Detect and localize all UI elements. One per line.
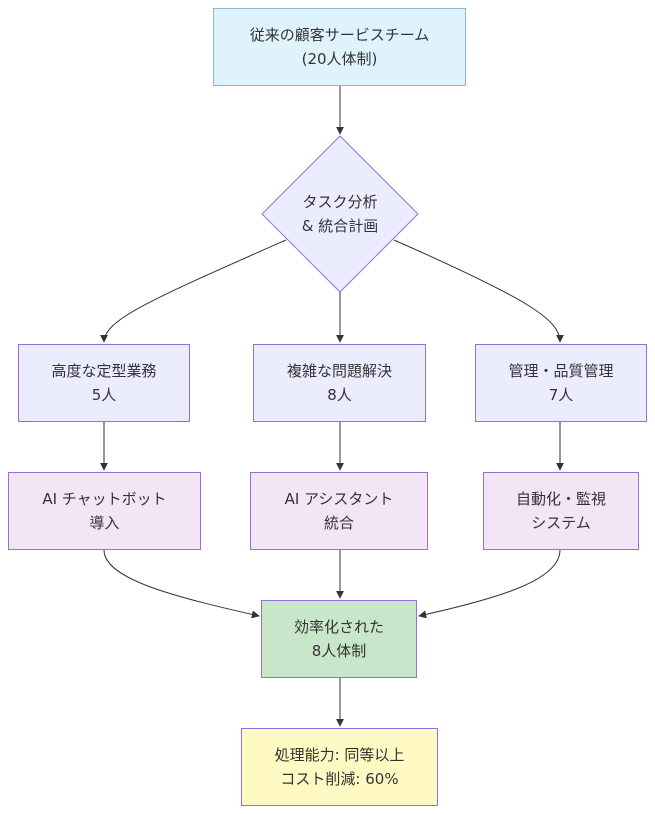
node-task-analysis-line1: タスク分析: [302, 193, 378, 211]
edge-decision-to-management: [393, 239, 564, 343]
edge-monitoring-to-efficient: [418, 549, 561, 619]
node-routine-tasks-title: 高度な定型業務: [51, 362, 157, 380]
node-ai-assistant: AI アシスタント 統合: [250, 472, 428, 550]
node-ai-chatbot: AI チャットボット 導入: [8, 472, 201, 550]
node-routine-tasks: 高度な定型業務 5人: [18, 344, 190, 422]
edge-chatbot-to-efficient: [103, 549, 260, 619]
node-traditional-team-size: (20人体制): [301, 50, 378, 68]
node-outcome-capacity: 処理能力: 同等以上: [274, 746, 405, 764]
node-ai-assistant-title: AI アシスタント: [284, 490, 394, 508]
node-automation-monitoring-system: システム: [531, 514, 591, 532]
node-efficient-team-size: 8人体制: [311, 642, 367, 660]
node-ai-chatbot-title: AI チャットボット: [42, 490, 167, 508]
node-ai-assistant-action: 統合: [323, 514, 354, 532]
node-complex-problems: 複雑な問題解決 8人: [253, 344, 426, 422]
edge-decision-to-routine: [100, 239, 287, 343]
node-automation-monitoring: 自動化・監視 システム: [483, 472, 639, 550]
node-efficient-team-title: 効率化された: [293, 618, 384, 636]
node-efficient-team: 効率化された 8人体制: [261, 600, 417, 678]
node-traditional-team-title: 従来の顧客サービスチーム: [249, 26, 430, 44]
node-complex-problems-title: 複雑な問題解決: [286, 362, 392, 380]
node-task-analysis: タスク分析 & 統合計画: [272, 190, 408, 238]
node-outcome-cost: コスト削減: 60%: [280, 770, 399, 788]
node-complex-problems-count: 8人: [327, 386, 352, 404]
node-automation-monitoring-title: 自動化・監視: [515, 490, 606, 508]
node-task-analysis-line2: & 統合計画: [301, 217, 379, 235]
node-management-qc-count: 7人: [548, 386, 574, 404]
node-traditional-team: 従来の顧客サービスチーム (20人体制): [213, 8, 466, 86]
node-routine-tasks-count: 5人: [91, 386, 117, 404]
node-ai-chatbot-action: 導入: [89, 514, 120, 532]
node-outcome: 処理能力: 同等以上 コスト削減: 60%: [241, 728, 438, 806]
node-management-qc: 管理・品質管理 7人: [475, 344, 647, 422]
node-management-qc-title: 管理・品質管理: [508, 362, 614, 380]
